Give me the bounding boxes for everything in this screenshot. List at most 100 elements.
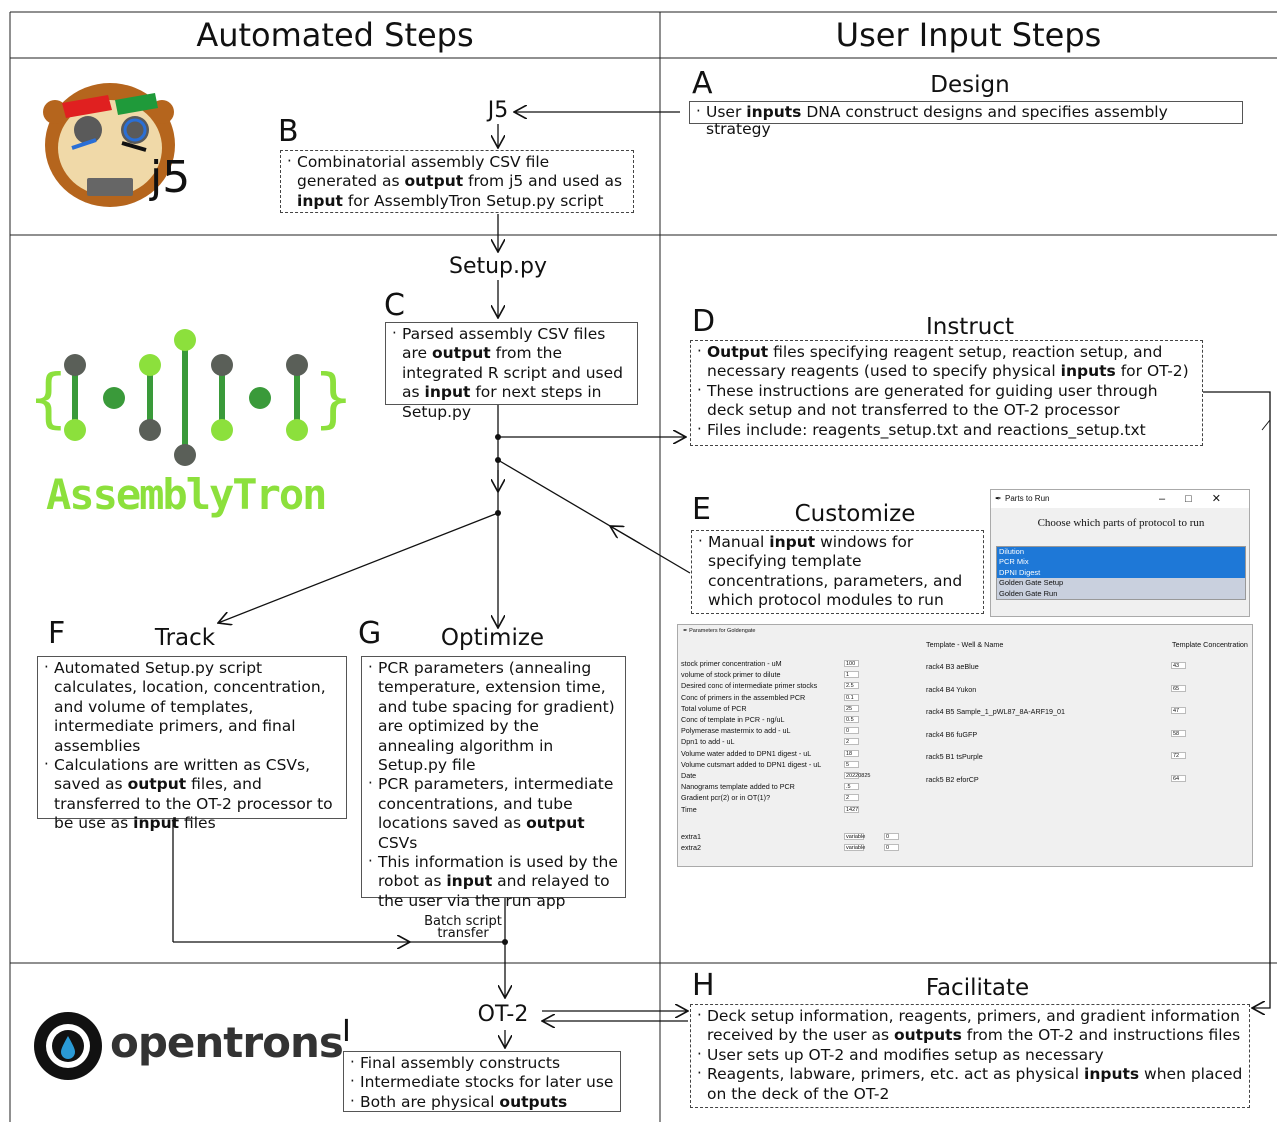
extra-label: extra2 (681, 843, 701, 852)
bullet-item: User inputs DNA construct designs and sp… (696, 103, 1237, 138)
param-field[interactable]: 2 (844, 738, 859, 746)
param-field[interactable]: 0.1 (844, 693, 859, 701)
extra-label: extra1 (681, 832, 701, 841)
node-ot2: OT-2 (477, 1002, 529, 1027)
template-conc-field[interactable]: 64 (1171, 774, 1186, 782)
param-field[interactable]: 0 (844, 727, 859, 735)
box-i: Final assembly constructsIntermediate st… (343, 1051, 621, 1112)
template-name: rack4 B4 Yukon (926, 684, 977, 694)
title-customize: Customize (794, 501, 916, 527)
j5-logo-text: j5 (150, 152, 191, 203)
param-label: volume of stock primer to dilute (681, 670, 781, 680)
node-j5: J5 (487, 98, 509, 123)
parameters-window: ✒ Parameters for Goldengate Template - W… (677, 624, 1253, 867)
letter-i: I (342, 1014, 351, 1049)
junction-dots (495, 434, 508, 945)
param-label: Nanograms template added to PCR (681, 782, 795, 792)
bullet-item: Reagents, labware, primers, etc. act as … (697, 1064, 1244, 1104)
param-label: Total volume of PCR (681, 703, 747, 713)
param-field[interactable]: .5 (844, 783, 859, 791)
bullet-item: Output files specifying reagent setup, r… (697, 342, 1197, 382)
arrow-e-head (610, 526, 641, 545)
arrow-from-e (497, 459, 691, 574)
parts-option[interactable]: Golden Gate Run (997, 588, 1245, 599)
template-name: rack5 B2 eforCP (926, 774, 979, 784)
title-track: Track (154, 625, 216, 651)
bullet-item: PCR parameters (annealing temperature, e… (368, 658, 620, 775)
letter-e: E (692, 492, 711, 527)
opentrons-logo-text: opentrons (110, 1018, 344, 1067)
bullet-item: PCR parameters, intermediate concentrati… (368, 774, 620, 853)
letter-d: D (692, 304, 716, 339)
template-name: rack4 B3 aeBlue (926, 662, 979, 671)
parts-option[interactable]: Golden Gate Setup (997, 578, 1245, 589)
title-design: Design (930, 72, 1010, 98)
box-c: Parsed assembly CSV files are output fro… (385, 322, 638, 421)
j5-monkey-logo (43, 83, 175, 207)
template-name: rack4 B5 Sample_1_pWL87_8A-ARF19_01 (926, 707, 1066, 716)
col-conc-header: Template Concentration (1172, 640, 1248, 649)
template-name: rack4 B6 fuGFP (926, 729, 978, 739)
extra-field-2[interactable]: 0 (884, 844, 899, 851)
param-field[interactable]: 1 (844, 671, 859, 679)
template-name: rack5 B1 tsPurple (926, 752, 983, 761)
param-label: Time (681, 804, 697, 814)
parts-option[interactable]: Dilution (997, 547, 1245, 558)
title-instruct: Instruct (925, 314, 1015, 340)
arrow-to-f (218, 512, 499, 623)
param-label: Volume water added to DPN1 digest - uL (681, 748, 812, 758)
param-label: Conc of primers in the assembled PCR (681, 692, 806, 702)
template-conc-field[interactable]: 43 (1171, 662, 1186, 669)
param-field[interactable]: 0.5 (844, 716, 859, 723)
param-field[interactable]: 100 (844, 660, 859, 667)
param-field[interactable]: 1427 (844, 805, 859, 813)
letter-h: H (692, 968, 715, 1003)
parts-window-titlebar: ✒ Parts to Run –□✕ (991, 490, 1249, 508)
param-label: Volume cutsmart added to DPN1 digest - u… (681, 759, 822, 769)
param-field[interactable]: 20220825 (844, 772, 871, 779)
svg-text:}: } (313, 362, 354, 436)
param-label: Conc of template in PCR - ng/uL (681, 715, 785, 724)
param-field[interactable]: 25 (844, 704, 859, 712)
extra-field[interactable]: variable (844, 844, 866, 851)
header-user-input-steps: User Input Steps (835, 16, 1102, 54)
bullet-item: Both are physical outputs (350, 1092, 615, 1112)
box-g: PCR parameters (annealing temperature, e… (361, 656, 626, 910)
letter-f: F (48, 616, 66, 651)
bullet-item: Manual input windows for specifying temp… (698, 532, 978, 611)
template-conc-field[interactable]: 65 (1171, 684, 1186, 692)
param-label: Date (681, 771, 697, 780)
parts-option[interactable]: PCR Mix (997, 557, 1245, 568)
box-b: Combinatorial assembly CSV file generate… (280, 150, 634, 213)
bullet-item: Combinatorial assembly CSV file generate… (287, 152, 628, 211)
feather-icon: ✒ (683, 628, 688, 634)
param-label: stock primer concentration - uM (681, 659, 782, 668)
extra-field-2[interactable]: 0 (884, 833, 899, 840)
parts-option[interactable]: DPNI Digest (997, 567, 1245, 579)
template-conc-field[interactable]: 72 (1171, 752, 1186, 759)
param-field[interactable]: 2 (844, 794, 859, 802)
bullet-item: These instructions are generated for gui… (697, 381, 1197, 421)
param-label: Dpn1 to add - uL (681, 737, 735, 747)
letter-b: B (278, 114, 299, 149)
window-controls[interactable]: –□✕ (1159, 493, 1241, 505)
col-template-header: Template - Well & Name (926, 640, 1004, 649)
assemblytron-logo-text: AssemblyTron (46, 470, 327, 519)
box-d: Output files specifying reagent setup, r… (690, 340, 1203, 446)
param-field[interactable]: 2.5 (844, 682, 859, 690)
template-conc-field[interactable]: 47 (1171, 707, 1186, 714)
node-setup-py: Setup.py (448, 254, 547, 279)
param-label: Gradient pcr(2) or in OT(1)? (681, 793, 771, 803)
box-e: Manual input windows for specifying temp… (691, 530, 984, 614)
params-window-title: ✒ Parameters for Goldengate (683, 628, 756, 634)
template-conc-field[interactable]: 58 (1171, 729, 1186, 737)
bullet-item: User sets up OT-2 and modifies setup as … (697, 1045, 1244, 1065)
extra-field[interactable]: variable (844, 833, 866, 840)
bullet-item: Intermediate stocks for later use (350, 1072, 615, 1092)
letter-c: C (384, 288, 405, 323)
param-field[interactable]: 18 (844, 749, 859, 757)
svg-text:{: { (28, 362, 69, 436)
param-field[interactable]: 5 (844, 760, 859, 768)
